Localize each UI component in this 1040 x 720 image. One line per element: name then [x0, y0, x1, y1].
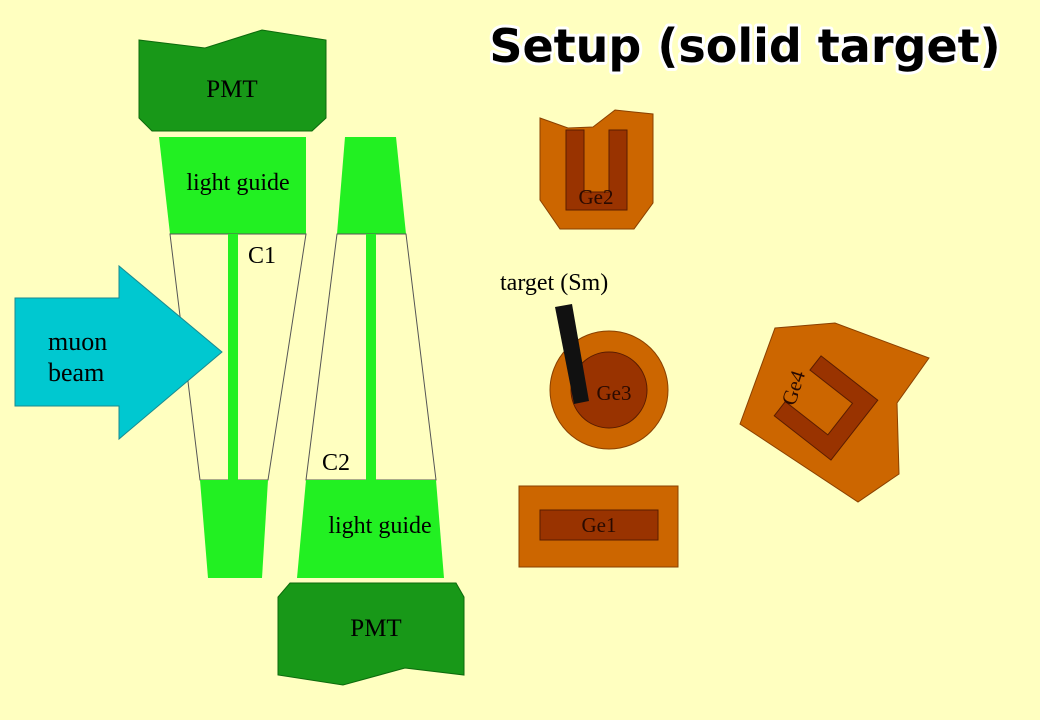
- pmt-bottom: [277, 582, 465, 686]
- light-guide-1-bottom: [200, 480, 268, 578]
- ge4-crystal: [773, 355, 879, 461]
- light-guide-1-label: light guide: [186, 170, 289, 196]
- target-label: target (Sm): [500, 270, 608, 296]
- beam-label-line1: muon: [48, 327, 107, 356]
- ge3-label: Ge3: [597, 381, 632, 405]
- beam-label-line2: beam: [48, 358, 104, 387]
- ge2-crystal: [565, 129, 628, 211]
- ge2-housing: [539, 109, 654, 230]
- ge1-label: Ge1: [582, 513, 617, 537]
- counter-c2-label: C2: [322, 450, 350, 476]
- light-guide-2-top: [337, 137, 406, 234]
- ge1-crystal: [539, 509, 659, 541]
- pmt-bottom-label: PMT: [350, 615, 401, 642]
- light-guide-1-top: [159, 137, 306, 234]
- ge2-label: Ge2: [579, 185, 614, 209]
- pmt-top-label: PMT: [206, 76, 257, 103]
- ge4-crystal-group: [773, 355, 879, 461]
- muon-beam-arrow: [14, 264, 223, 441]
- counter-c1-label: C1: [248, 243, 276, 269]
- scintillator-c1: [228, 234, 238, 480]
- ge3-crystal: [570, 351, 648, 429]
- diagram-title: Setup (solid target): [489, 19, 1000, 73]
- light-guide-2-bottom: [297, 480, 444, 578]
- ge4-housing: [739, 322, 930, 503]
- scintillator-c2: [366, 234, 376, 480]
- target-sm: [555, 304, 589, 404]
- light-guide-2-label: light guide: [328, 513, 431, 539]
- pmt-top: [138, 29, 327, 132]
